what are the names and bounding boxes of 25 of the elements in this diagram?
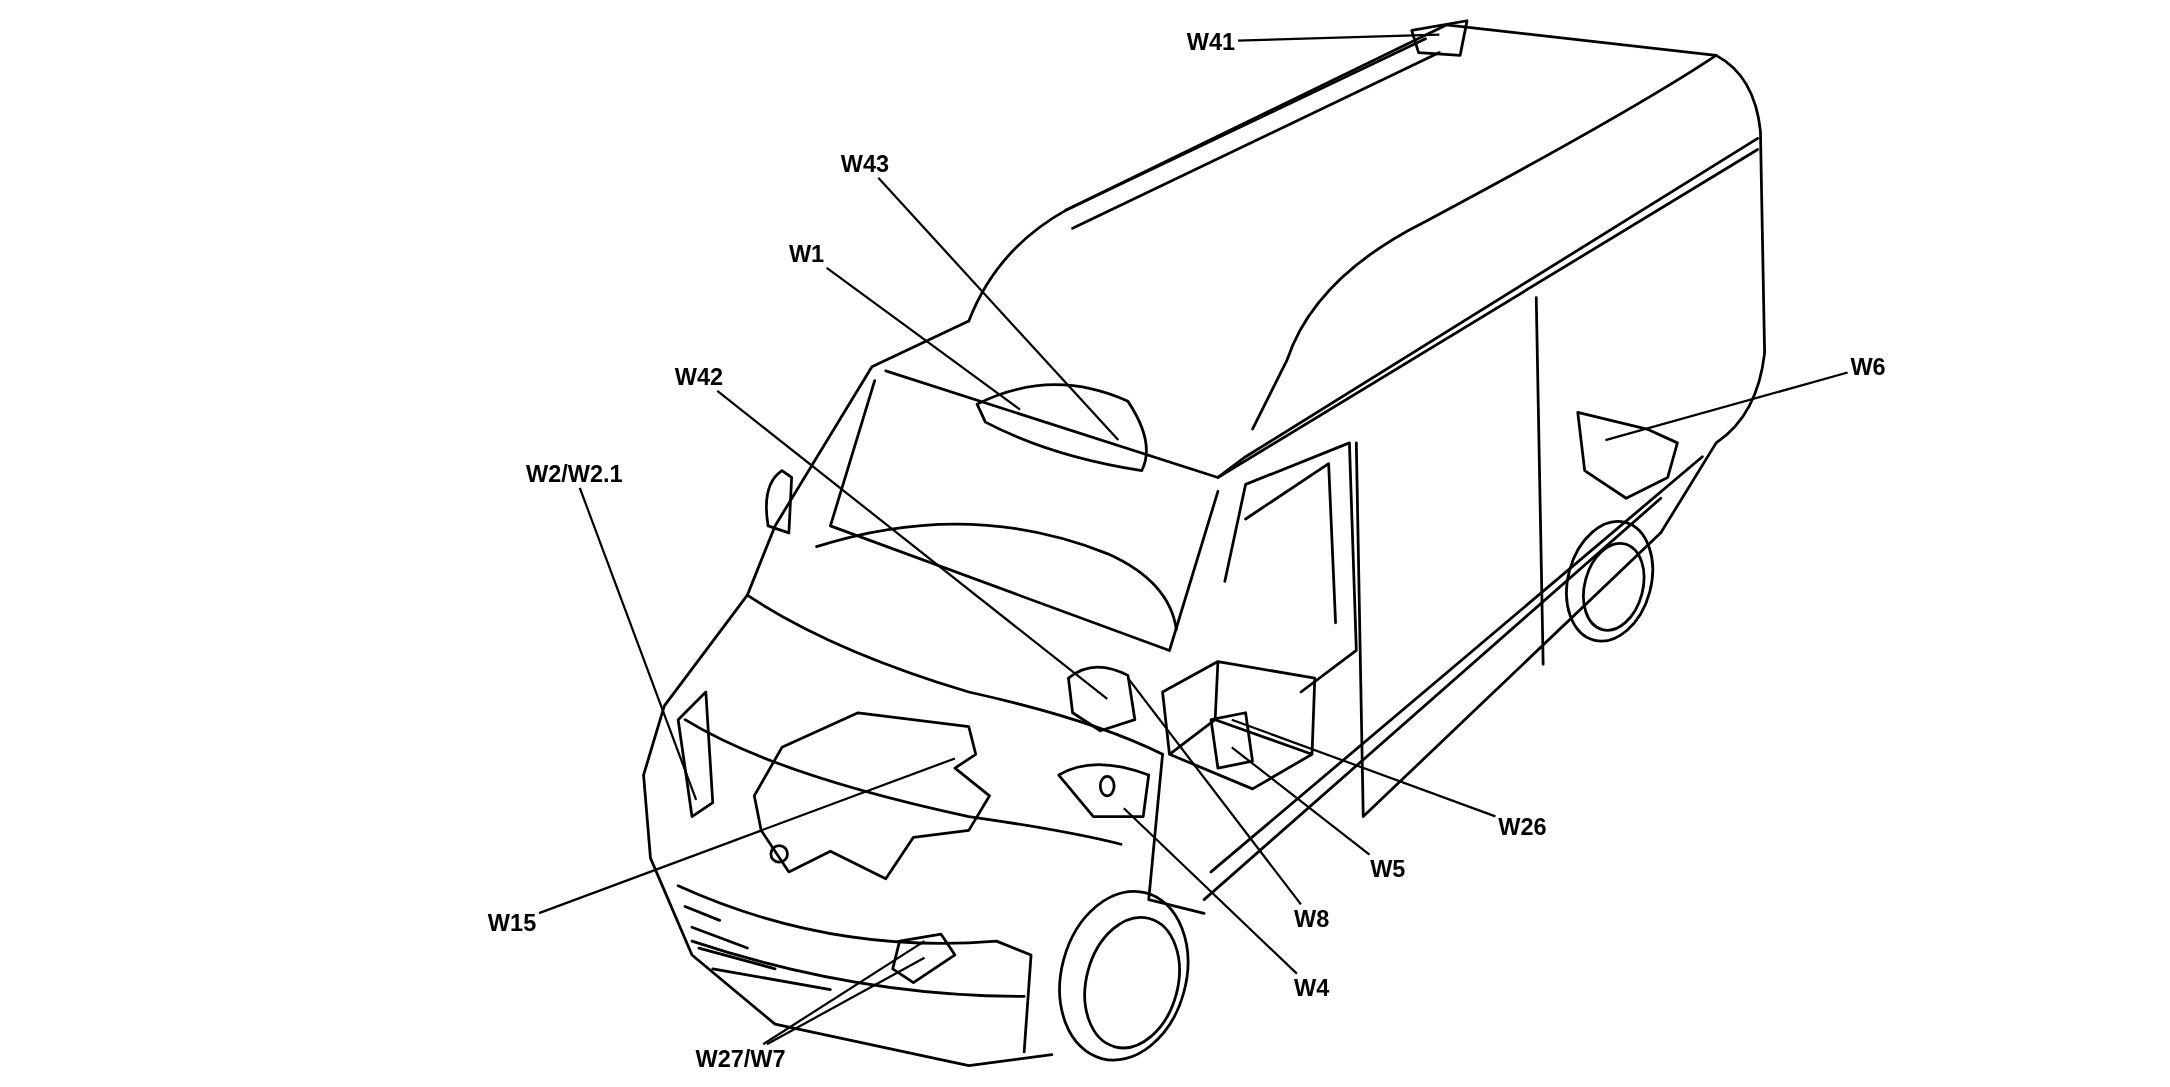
leader-line — [1605, 371, 1848, 442]
callout-label: W15 — [487, 911, 537, 935]
callout-label: W4 — [1294, 976, 1330, 1000]
callout-label: W8 — [1294, 907, 1330, 931]
callout-label: W42 — [674, 364, 724, 389]
callout-label: W2/W2.1 — [525, 461, 623, 486]
leader-line — [538, 757, 956, 915]
leader-line — [1237, 33, 1440, 42]
leader-line — [1231, 746, 1371, 856]
leader-line — [716, 390, 1108, 700]
leader-line — [762, 940, 926, 1046]
leader-line — [766, 956, 926, 1046]
callout-label: W26 — [1498, 814, 1547, 838]
callout-label: W1 — [788, 241, 825, 266]
callout-label: W27/W7 — [695, 1047, 786, 1071]
callout-label: W43 — [840, 151, 890, 176]
leader-line — [1231, 718, 1496, 818]
leader-line — [1123, 807, 1298, 975]
callout-label: W41 — [1186, 29, 1236, 54]
leader-line — [1127, 677, 1302, 906]
leader-line — [578, 487, 698, 801]
callout-label: W6 — [1850, 355, 1886, 379]
leader-line — [826, 266, 1021, 411]
leader-line — [877, 177, 1120, 441]
callout-label: W5 — [1370, 857, 1406, 881]
